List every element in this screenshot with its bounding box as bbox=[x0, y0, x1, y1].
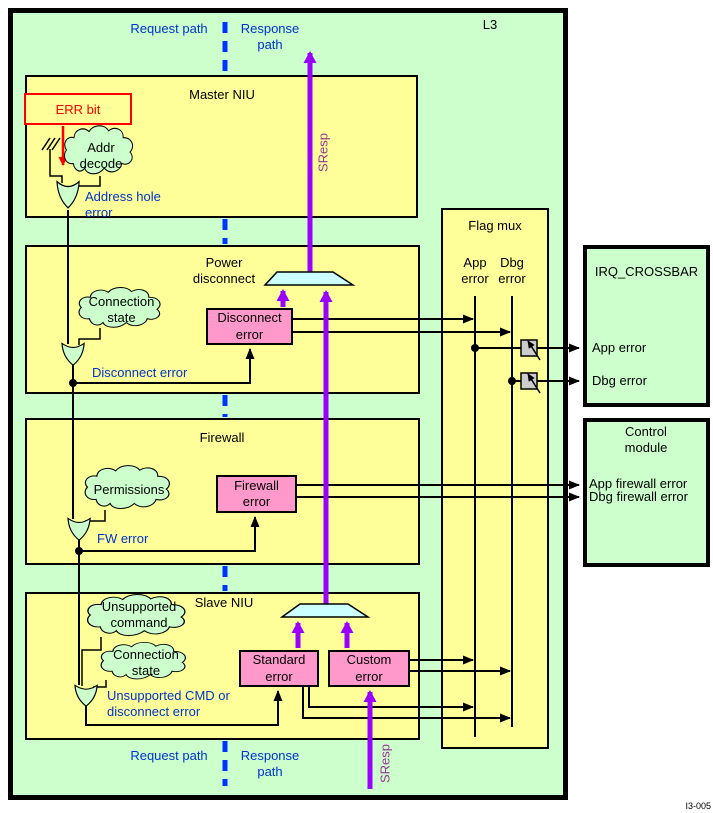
response-path-label-bottom: Response path bbox=[240, 748, 300, 779]
junction-dots bbox=[69, 344, 516, 555]
disconnect-error-box-label: Disconnect error bbox=[217, 310, 282, 342]
addr-decode-cloud-label: Addr decode bbox=[79, 140, 123, 171]
sresp-response-lines bbox=[276, 51, 377, 789]
irq-app-error-label: App error bbox=[592, 340, 647, 355]
figure-id: I3-005 bbox=[685, 801, 711, 811]
flag-mux-app-error-col-label: App error bbox=[461, 255, 489, 286]
flag-mux-title: Flag mux bbox=[468, 218, 522, 233]
control-module-block bbox=[583, 418, 710, 567]
irq-crossbar-title: IRQ_CROSSBAR bbox=[594, 264, 699, 279]
connection-state-cloud-slave-label: Connection state bbox=[113, 647, 179, 678]
firewall-error-box: Firewall error bbox=[216, 475, 297, 513]
sresp-label-top: SResp bbox=[315, 132, 331, 173]
slave-niu-mux-trapezoid bbox=[279, 603, 371, 618]
request-path-label-bottom: Request path bbox=[130, 748, 208, 763]
or-gate-slave bbox=[74, 684, 98, 707]
or-gate-power-disconnect bbox=[61, 342, 85, 366]
standard-error-box: Standard error bbox=[239, 650, 319, 687]
flag-switch-icons bbox=[520, 339, 541, 394]
sresp-label-bottom: SResp bbox=[377, 743, 393, 784]
flag-mux-dbg-error-col-label: Dbg error bbox=[498, 255, 526, 286]
dbg-firewall-error-label: Dbg firewall error bbox=[589, 489, 688, 504]
unsupported-cmd-signal-label: Unsupported CMD or disconnect error bbox=[107, 688, 230, 719]
ground-icon bbox=[41, 137, 61, 151]
control-module-title: Control module bbox=[624, 424, 668, 455]
app-firewall-error-label: App firewall error bbox=[589, 476, 688, 491]
flag-mux-block bbox=[441, 208, 549, 749]
black-signal-wires bbox=[67, 210, 580, 737]
qualifier-connectors bbox=[49, 149, 107, 688]
slave-niu-title: Slave NIU bbox=[194, 595, 254, 610]
err-bit-label: ERR bit bbox=[55, 101, 101, 117]
or-gate-master bbox=[56, 181, 80, 209]
standard-error-box-label: Standard error bbox=[252, 652, 306, 684]
err-bit-register: ERR bit bbox=[24, 93, 132, 125]
irq-dbg-error-label: Dbg error bbox=[592, 373, 647, 388]
request-path-label-top: Request path bbox=[130, 21, 208, 36]
custom-error-box-label: Custom error bbox=[346, 652, 392, 684]
permissions-cloud-label: Permissions bbox=[93, 482, 165, 497]
power-disconnect-title: Power disconnect bbox=[192, 255, 256, 286]
address-hole-error-label: Address hole error bbox=[85, 189, 161, 220]
custom-error-box: Custom error bbox=[328, 650, 410, 687]
fw-error-signal-label: FW error bbox=[97, 531, 149, 546]
l3-label: L3 bbox=[482, 17, 498, 32]
power-disconnect-mux-trapezoid bbox=[263, 271, 356, 286]
firewall-error-box-label: Firewall error bbox=[234, 477, 279, 509]
or-gate-firewall bbox=[67, 517, 91, 541]
unsupported-command-cloud-label: Unsupported command bbox=[101, 599, 177, 630]
connection-state-cloud-pd-label: Connection state bbox=[88, 294, 155, 325]
disconnect-error-signal-label: Disconnect error bbox=[92, 365, 188, 380]
master-niu-title: Master NIU bbox=[189, 87, 255, 102]
response-path-label-top: Response path bbox=[240, 21, 300, 52]
firewall-title: Firewall bbox=[199, 430, 245, 445]
irq-crossbar-block bbox=[583, 245, 710, 407]
disconnect-error-box: Disconnect error bbox=[206, 308, 293, 345]
